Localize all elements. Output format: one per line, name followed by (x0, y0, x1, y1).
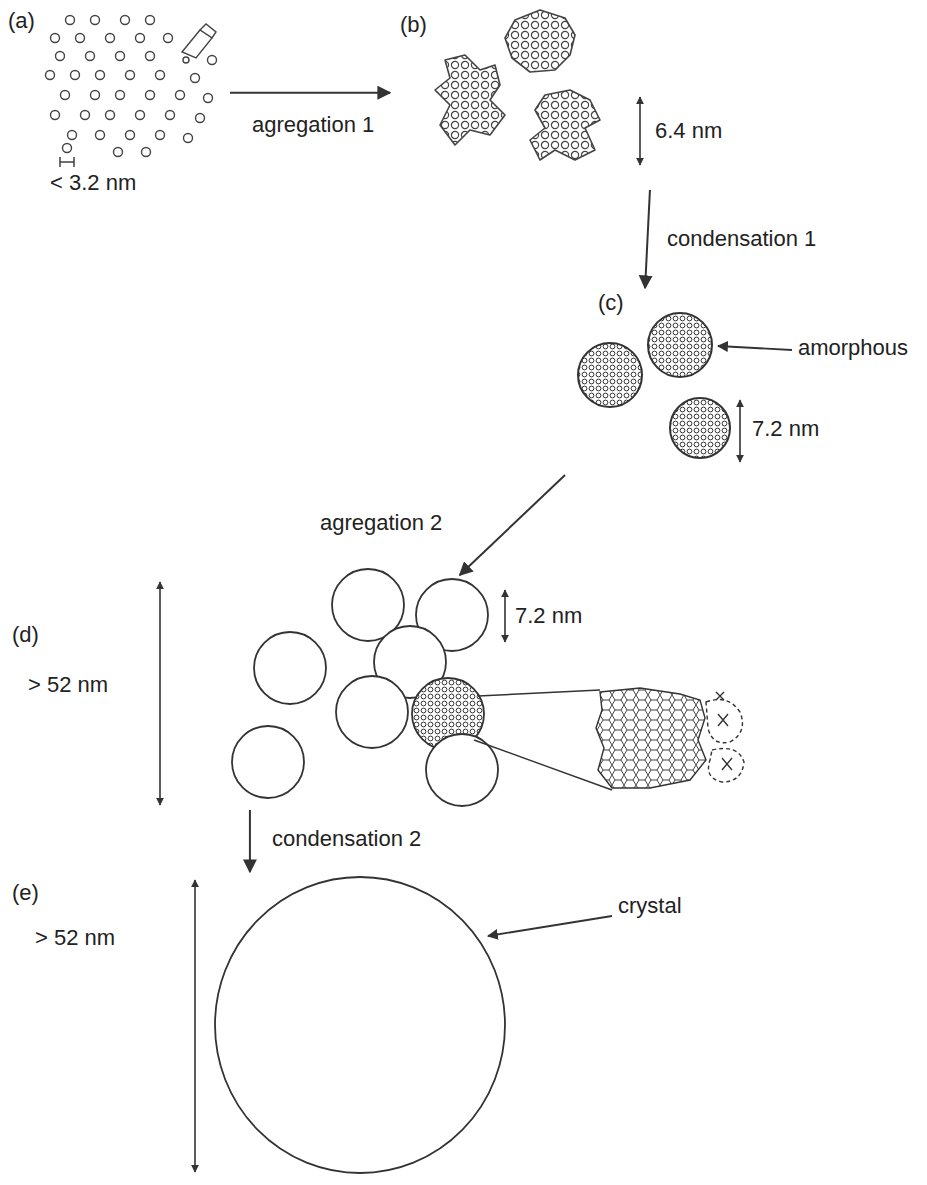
zoom-inset (596, 688, 744, 788)
stage-letter: (a) (8, 8, 35, 33)
dimension-arrow (639, 97, 641, 165)
step-label: agregation 1 (250, 112, 376, 137)
aggregate-clusters (435, 10, 600, 160)
sphere-aggregate (232, 569, 498, 806)
pointer-arrow (488, 916, 612, 936)
dimension-arrow (159, 582, 161, 805)
crystal-particle (215, 877, 505, 1173)
process-arrow (230, 92, 390, 94)
size-bar (60, 157, 74, 167)
stage-letter: (d) (12, 622, 39, 647)
stage-letter: (c) (598, 290, 624, 315)
zoom-lines (474, 690, 612, 790)
annotation-text: > 52 nm (28, 672, 108, 697)
stage-letter: (b) (400, 12, 427, 37)
step-label: condensation 2 (270, 826, 423, 851)
annotation-text: amorphous (798, 335, 908, 360)
annotation-text: < 3.2 nm (50, 170, 136, 195)
stage-panel: (a) < 3.2 nm (5, 5, 230, 200)
process-arrow (249, 810, 251, 872)
annotation-text: 6.4 nm (655, 118, 722, 143)
stage-panel: (b) 6.4 nm (390, 5, 726, 190)
stage-panel: (c) amorphous 7.2 nm (560, 288, 922, 475)
pointer-arrow (718, 346, 792, 350)
stage-letter: (e) (12, 880, 39, 905)
dimension-arrow (194, 880, 196, 1172)
annotation-text: 7.2 nm (752, 416, 819, 441)
dropper-symbol (182, 24, 216, 63)
step-label: condensation 1 (665, 226, 818, 251)
stage-panel: (d) > 52 nm 7.2 nm (5, 575, 785, 810)
primary-particles (46, 16, 217, 157)
annotation-text: > 52 nm (35, 925, 115, 950)
process-arrow (460, 475, 565, 575)
dimension-arrow (739, 400, 741, 462)
dimension-arrow (504, 590, 506, 642)
annotation-text: 7.2 nm (515, 603, 582, 628)
amorphous-spheres (578, 313, 730, 458)
process-arrow (645, 190, 650, 288)
stage-panel: (e) > 52 nm crystal (5, 872, 785, 1180)
step-label: agregation 2 (318, 510, 444, 535)
annotation-text: crystal (618, 893, 682, 918)
